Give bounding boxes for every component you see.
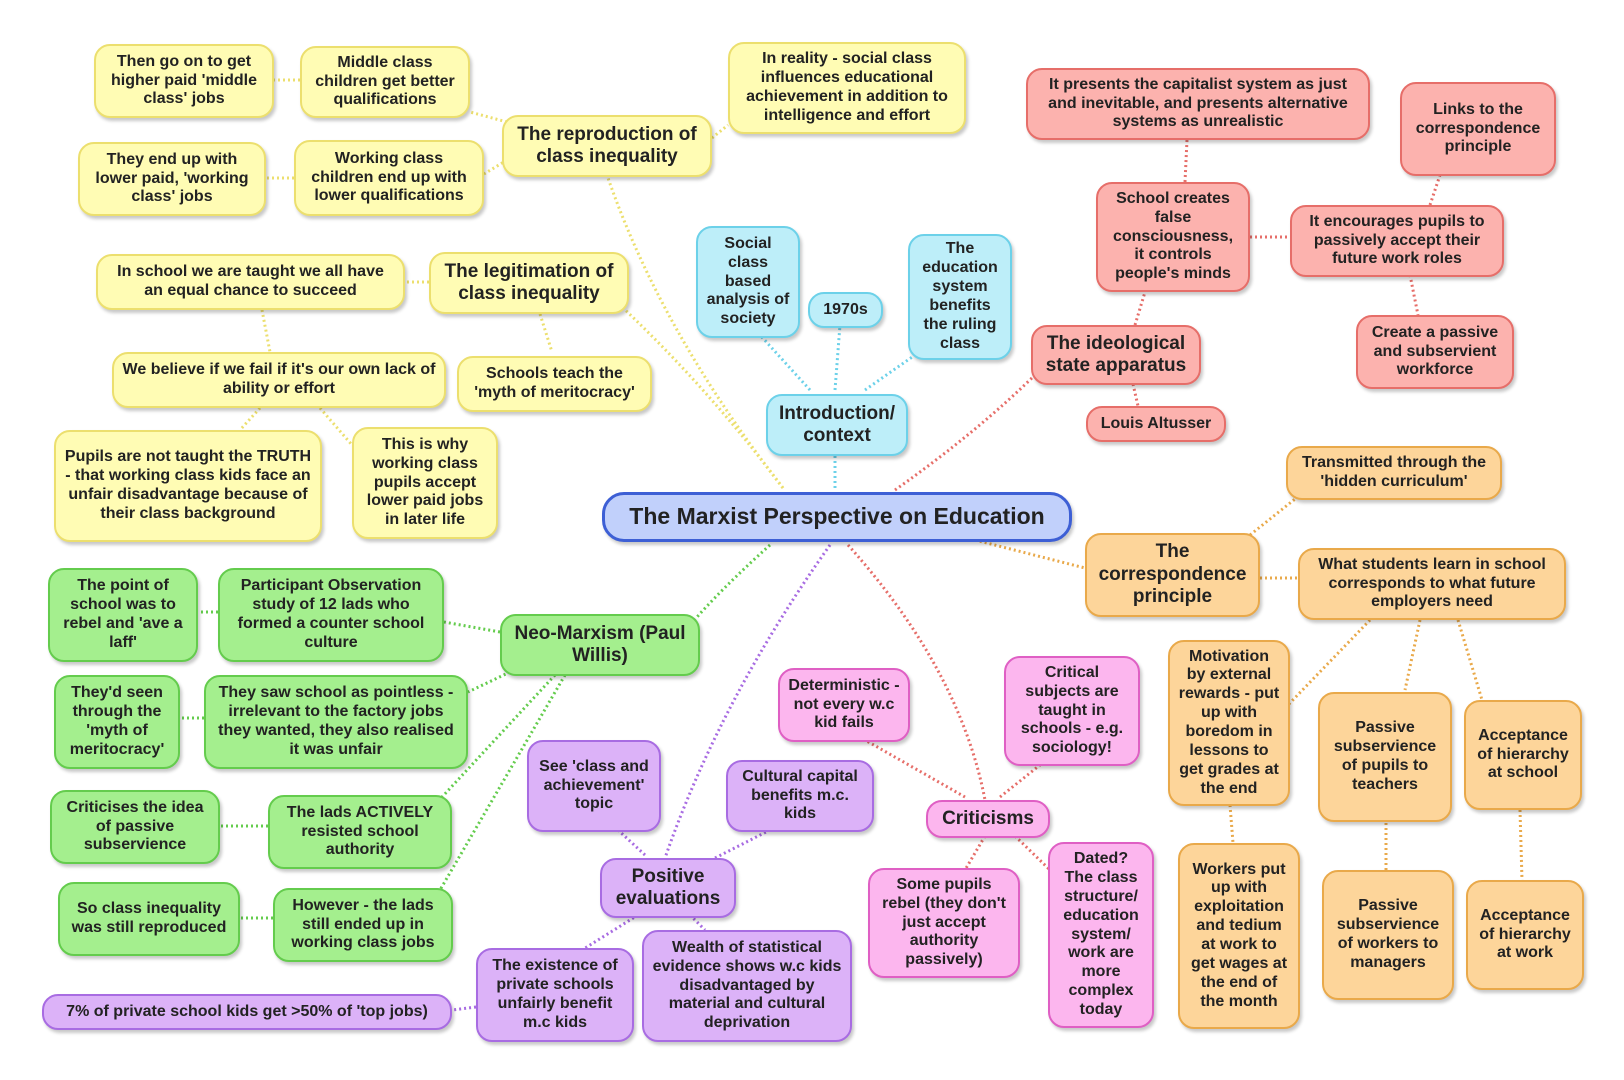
link-false-presents: [1183, 139, 1189, 183]
what-students-learn-node: What students learn in school correspond…: [1298, 548, 1566, 620]
passive-workforce-node: Create a passive and subservient workfor…: [1356, 315, 1514, 389]
link-legitimation-myth: [538, 313, 554, 353]
positive-evaluations-node: Positive evaluations: [600, 858, 736, 918]
link-equal-chance-own-lack: [260, 309, 272, 353]
private-schools-node: The existence of private schools unfairl…: [476, 948, 634, 1042]
in-reality-node: In reality - social class influences edu…: [728, 42, 966, 134]
link-center-reproduction: [605, 174, 785, 489]
link-what-hierarchy-school: [1456, 619, 1484, 701]
link-intro-social-class: [758, 333, 812, 392]
passive-managers-node: Passive subservience of workers to manag…: [1322, 870, 1454, 1000]
reproduction-node: The reproduction of class inequality: [502, 115, 712, 177]
link-intro-ruling: [864, 353, 916, 392]
link-criticisms-critical: [999, 763, 1041, 799]
link-center-legitimation: [618, 303, 785, 489]
accept-lower-node: This is why working class pupils accept …: [352, 427, 498, 539]
link-corr-hidden: [1249, 493, 1301, 537]
link-criticisms-deterministic: [864, 738, 966, 799]
hidden-curriculum-node: Transmitted through the 'hidden curricul…: [1286, 446, 1502, 500]
link-neo-still-ended: [438, 674, 567, 891]
link-neo-actively: [428, 673, 557, 812]
hierarchy-work-node: Acceptance of hierarchy at work: [1466, 880, 1584, 990]
seen-through-node: They'd seen through the 'myth of meritoc…: [54, 675, 180, 769]
links-correspondence-node: Links to the correspondence principle: [1400, 82, 1556, 176]
middle-jobs-node: Then go on to get higher paid 'middle cl…: [94, 44, 274, 118]
criticises-passive-node: Criticises the idea of passive subservie…: [50, 790, 220, 864]
ideological-node: The ideological state apparatus: [1031, 325, 1201, 385]
link-own-lack-accept: [318, 407, 354, 446]
point-of-school-node: The point of school was to rebel and 'av…: [48, 568, 198, 662]
not-taught-truth-node: Pupils are not taught the TRUTH - that w…: [54, 430, 322, 542]
link-intro-1970s: [833, 324, 842, 391]
link-encourages-links: [1428, 174, 1442, 206]
false-consciousness-node: School creates false consciousness, it c…: [1096, 182, 1250, 292]
pointless-node: They saw school as pointless - irrelevan…: [204, 675, 468, 769]
link-reproduction-middle-quals: [469, 110, 508, 124]
link-positive-cultural: [714, 828, 771, 860]
central-topic: The Marxist Perspective on Education: [602, 492, 1072, 542]
critical-subjects-node: Critical subjects are taught in schools …: [1004, 656, 1140, 766]
link-ideological-false: [1133, 291, 1147, 326]
link-what-passive-teachers: [1403, 619, 1422, 691]
link-ideological-althusser: [1131, 383, 1140, 407]
link-school-work: [1518, 809, 1524, 881]
equal-chance-node: In school we are taught we all have an e…: [96, 254, 405, 310]
legitimation-node: The legitimation of class inequality: [429, 252, 629, 314]
presents-capitalist-node: It presents the capitalist system as jus…: [1026, 68, 1370, 140]
motivation-node: Motivation by external rewards - put up …: [1168, 640, 1290, 806]
deterministic-node: Deterministic - not every w.c kid fails: [778, 668, 910, 742]
seven-percent-node: 7% of private school kids get >50% of 't…: [42, 994, 452, 1030]
link-center-neo-marxism: [688, 543, 772, 626]
link-center-correspondence: [974, 538, 1086, 570]
ruling-class-node: The education system benefits the ruling…: [908, 234, 1012, 360]
own-lack-node: We believe if we fail if it's our own la…: [112, 352, 446, 408]
link-positive-wealth: [688, 913, 707, 932]
hierarchy-school-node: Acceptance of hierarchy at school: [1464, 700, 1582, 810]
cultural-capital-node: Cultural capital benefits m.c. kids: [726, 760, 874, 832]
passive-teachers-node: Passive subservience of pupils to teache…: [1318, 692, 1452, 822]
link-criticisms-rebel: [963, 835, 987, 871]
link-positive-private: [581, 913, 639, 952]
link-positive-see-class: [616, 828, 647, 857]
althusser-node: Louis Altusser: [1086, 406, 1226, 442]
encourages-accept-node: It encourages pupils to passively accept…: [1290, 205, 1504, 277]
see-class-node: See 'class and achievement' topic: [527, 740, 661, 832]
dated-node: Dated? The class structure/ education sy…: [1048, 842, 1154, 1028]
link-motivation-workers: [1228, 804, 1235, 844]
link-own-lack-truth: [238, 406, 262, 432]
still-ended-up-node: However - the lads still ended up in wor…: [273, 888, 453, 962]
link-reproduction-in-reality: [711, 123, 729, 140]
myth-meritocracy-node: Schools teach the 'myth of meritocracy': [457, 356, 652, 412]
introduction-node: Introduction/ context: [766, 394, 908, 456]
correspondence-node: The correspondence principle: [1085, 533, 1260, 617]
link-center-criticisms: [846, 543, 987, 801]
still-reproduced-node: So class inequality was still reproduced: [58, 882, 240, 956]
criticisms-node: Criticisms: [926, 800, 1050, 838]
link-neo-pointless: [467, 670, 511, 694]
wealth-statistical-node: Wealth of statistical evidence shows w.c…: [642, 930, 852, 1042]
link-center-ideological: [894, 368, 1042, 492]
workers-exploitation-node: Workers put up with exploitation and ted…: [1178, 843, 1300, 1029]
some-pupils-rebel-node: Some pupils rebel (they don't just accep…: [868, 868, 1020, 978]
link-criticisms-dated: [1013, 834, 1052, 872]
middle-quals-node: Middle class children get better qualifi…: [300, 46, 470, 118]
working-quals-node: Working class children end up with lower…: [294, 140, 484, 216]
link-neo-participant: [443, 620, 501, 634]
link-private-seven: [451, 1005, 477, 1012]
working-jobs-node: They end up with lower paid, 'working cl…: [78, 142, 266, 216]
neo-marxism-node: Neo-Marxism (Paul Willis): [500, 614, 700, 676]
participant-obs-node: Participant Observation study of 12 lads…: [218, 568, 444, 662]
year-1970s-node: 1970s: [808, 292, 883, 328]
actively-resisted-node: The lads ACTIVELY resisted school author…: [268, 795, 452, 869]
social-class-node: Social class based analysis of society: [696, 226, 800, 338]
link-encourages-passive-workforce: [1408, 274, 1420, 316]
link-center-positive: [663, 544, 832, 859]
